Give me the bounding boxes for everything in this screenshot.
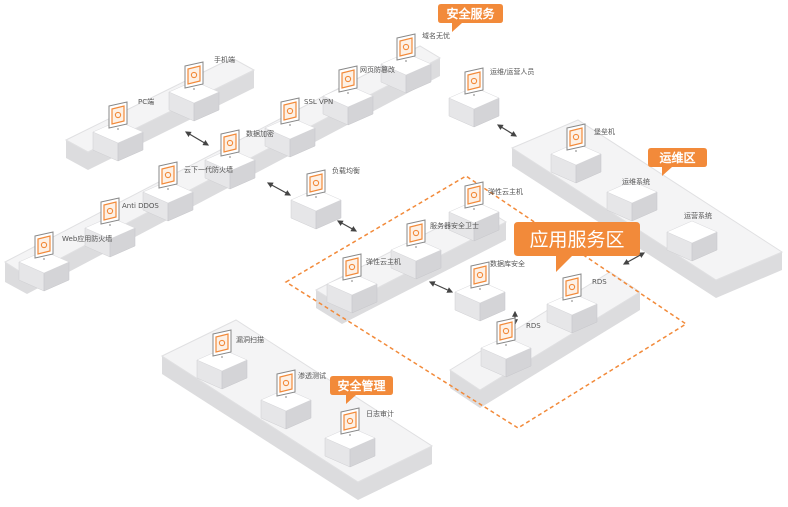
node-label: 手机端	[214, 55, 235, 64]
waf-icon	[34, 231, 54, 260]
server-icon	[464, 181, 484, 210]
web-icon	[338, 65, 358, 94]
node-label: 弹性云主机	[366, 257, 401, 266]
callout-ops-zone: 运维区	[648, 148, 707, 176]
node-ops-person: 运维/运营人员	[448, 67, 534, 128]
pentest-icon	[276, 369, 296, 398]
node-web-tamper-protection: 网页防篡改	[322, 65, 395, 126]
node-label: PC端	[138, 97, 154, 106]
node-label: 负载均衡	[332, 166, 360, 175]
connector-lb-app	[336, 220, 358, 232]
balance-icon	[306, 169, 326, 198]
node-database-security: 数据库安全	[454, 259, 525, 322]
box-top-face	[606, 180, 658, 204]
node-rds-b: RDS	[480, 317, 541, 378]
node-ssl-vpn: SSL VPN	[264, 97, 333, 158]
node-elastic-host-a: 弹性云主机	[448, 181, 523, 242]
node-label: Web应用防火墙	[62, 234, 112, 243]
node-label: 云下一代防火墙	[184, 165, 233, 174]
connector-client-waf	[184, 131, 210, 146]
node-label: 运维系统	[622, 177, 650, 186]
node-label: 数据库安全	[490, 259, 525, 268]
node-anti-ddos: Anti DDOS	[84, 197, 159, 258]
db-icon	[470, 261, 490, 290]
connector-app-ops	[622, 252, 646, 265]
node-label: 域名无忧	[422, 31, 450, 40]
person-icon	[464, 67, 484, 96]
bastion-icon	[566, 123, 586, 152]
scan-icon	[212, 329, 232, 358]
connectors	[184, 124, 646, 326]
guard-icon	[406, 219, 426, 248]
node-label: 运营系统	[684, 211, 712, 220]
node-elastic-host-b: 弹性云主机	[326, 253, 401, 314]
pc-icon	[108, 101, 128, 130]
node-bastion-host: 堡垒机	[550, 123, 615, 184]
connector-ngfw-lb	[266, 182, 292, 196]
callout-security-services-text: 安全服务	[446, 6, 495, 21]
rds-icon	[562, 273, 582, 302]
node-label: 数据加密	[246, 129, 274, 138]
key-icon	[220, 129, 240, 158]
node-label: 漏洞扫描	[236, 335, 264, 344]
callout-app-zone-text: 应用服务区	[529, 229, 624, 251]
node-label: 弹性云主机	[488, 187, 523, 196]
node-data-encryption: 数据加密	[204, 129, 274, 190]
dns-icon	[396, 33, 416, 62]
node-label: SSL VPN	[304, 98, 333, 106]
node-penetration-test: 渗透测试	[260, 369, 326, 430]
node-next-gen-firewall: 云下一代防火墙	[142, 161, 233, 222]
node-label: 运维/运营人员	[490, 67, 534, 76]
connector-host-db	[428, 281, 454, 293]
node-dns: 域名无忧	[380, 31, 450, 94]
node-web-app-firewall: Web应用防火墙	[18, 231, 112, 292]
node-label: 渗透测试	[298, 371, 326, 380]
box-top-face	[666, 220, 718, 244]
node-label: Anti DDOS	[122, 202, 159, 210]
node-load-balancer: 负载均衡	[290, 166, 360, 230]
node-label: 服务器安全卫士	[430, 221, 479, 230]
callout-security-services: 安全服务	[438, 4, 503, 32]
node-rds-a: RDS	[546, 273, 607, 334]
mobile-icon	[184, 61, 204, 90]
callout-security-mgmt: 安全管理	[330, 376, 393, 404]
rds-icon	[496, 317, 516, 346]
node-host-security: 服务器安全卫士	[390, 219, 479, 280]
node-pc-client: PC端	[92, 97, 154, 162]
node-ops-system: 运维系统	[606, 177, 658, 222]
node-label: RDS	[526, 322, 541, 330]
lock-icon	[280, 97, 300, 126]
node-mobile-client: 手机端	[168, 55, 235, 122]
node-label: 网页防篡改	[360, 65, 395, 74]
node-label: RDS	[592, 278, 607, 286]
node-biz-system: 运营系统	[666, 211, 718, 262]
audit-icon	[340, 407, 360, 436]
callout-ops-zone-text: 运维区	[659, 150, 695, 165]
shield-icon	[100, 197, 120, 226]
firewall-icon	[158, 161, 178, 190]
callout-security-mgmt-text: 安全管理	[337, 378, 385, 393]
callout-app-zone: 应用服务区	[514, 222, 640, 272]
node-label: 日志审计	[366, 409, 394, 418]
node-log-audit: 日志审计	[324, 407, 394, 468]
node-vuln-scan: 漏洞扫描	[196, 329, 264, 390]
server-icon	[342, 253, 362, 282]
connector-ops-person-bastion	[496, 124, 518, 137]
node-label: 堡垒机	[594, 127, 615, 136]
